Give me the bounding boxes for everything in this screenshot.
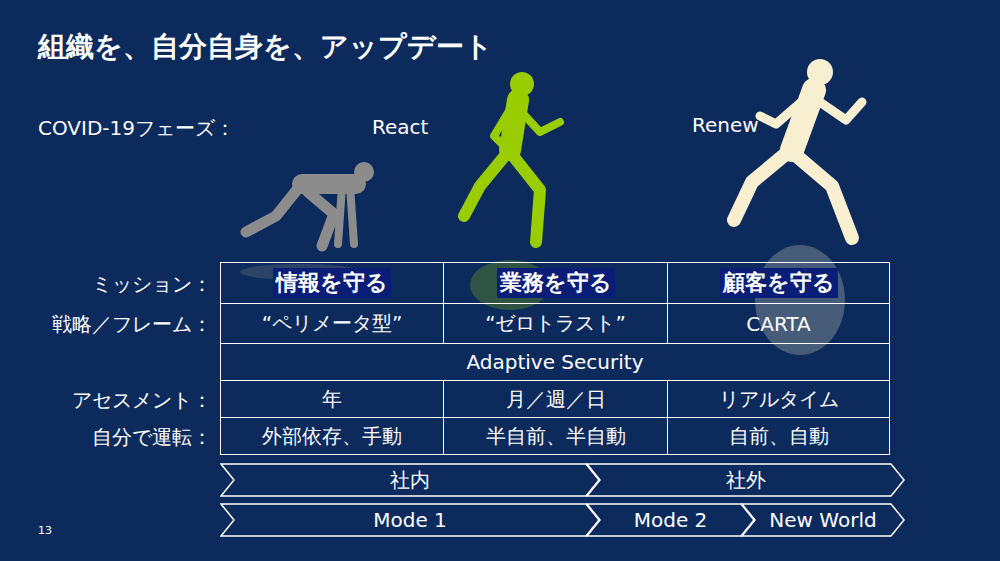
framework-band: Adaptive Security [220, 343, 890, 381]
phase-label: COVID-19フェーズ： [38, 115, 235, 142]
cell-text: “ペリメータ型” [262, 310, 403, 337]
strategy-cell: CARTA [667, 303, 890, 344]
cell-text: New World [769, 508, 876, 532]
row-label: ミッション： [92, 271, 212, 298]
cell-text: 年 [322, 386, 342, 413]
mission-text: 顧客を守る [720, 268, 838, 298]
page-number: 13 [38, 524, 52, 537]
cell-text: Adaptive Security [466, 350, 643, 374]
mode-chevron: Mode 2 [586, 503, 755, 537]
phase-chevron: 社内 [220, 463, 600, 497]
cell-text: 月／週／日 [506, 386, 606, 413]
row-label: 自分で運転： [92, 424, 212, 451]
chevron-shape [587, 464, 904, 496]
mission-cell: 顧客を守る [667, 262, 890, 304]
row-label: アセスメント： [72, 387, 212, 414]
strategy-cell: “ゼロトラスト” [443, 303, 668, 344]
strategy-cell: “ペリメータ型” [220, 303, 444, 344]
phase-name: Renew [692, 113, 759, 137]
mission-cell: 情報を守る [220, 262, 444, 304]
mode-chevron: New World [741, 503, 905, 537]
phase-chevron: 社外 [586, 463, 905, 497]
cell-text: 社外 [726, 467, 766, 494]
cell-text: Mode 2 [634, 508, 708, 532]
phase-name: React [372, 115, 428, 139]
chevron-shape [221, 464, 599, 496]
cell-text: リアルタイム [719, 386, 839, 413]
chevron-shape [587, 504, 754, 536]
row-label: 戦略／フレーム： [52, 311, 212, 338]
cell-text: “ゼロトラスト” [485, 310, 626, 337]
mission-text: 業務を守る [497, 268, 615, 298]
operation-cell: 半自前、半自動 [443, 417, 668, 455]
crouching-runner [246, 162, 374, 246]
cell-text: CARTA [746, 312, 810, 336]
mission-cell: 業務を守る [443, 262, 668, 304]
chevron-shape [742, 504, 904, 536]
mission-text: 情報を守る [273, 268, 391, 298]
operation-cell: 外部依存、手動 [220, 417, 444, 455]
cell-text: 半自前、半自動 [486, 423, 626, 450]
assessment-cell: 月／週／日 [443, 380, 668, 418]
sprinting-runner [734, 59, 862, 238]
cell-text: 自前、自動 [729, 423, 829, 450]
mode-chevron: Mode 1 [220, 503, 600, 537]
running-runner [464, 72, 560, 242]
cell-text: 社内 [390, 467, 430, 494]
assessment-cell: リアルタイム [667, 380, 890, 418]
operation-cell: 自前、自動 [667, 417, 890, 455]
slide-title: 組織を、自分自身を、アップデート [38, 28, 493, 66]
chevron-shape [221, 504, 599, 536]
assessment-cell: 年 [220, 380, 444, 418]
cell-text: Mode 1 [373, 508, 447, 532]
cell-text: 外部依存、手動 [262, 423, 402, 450]
